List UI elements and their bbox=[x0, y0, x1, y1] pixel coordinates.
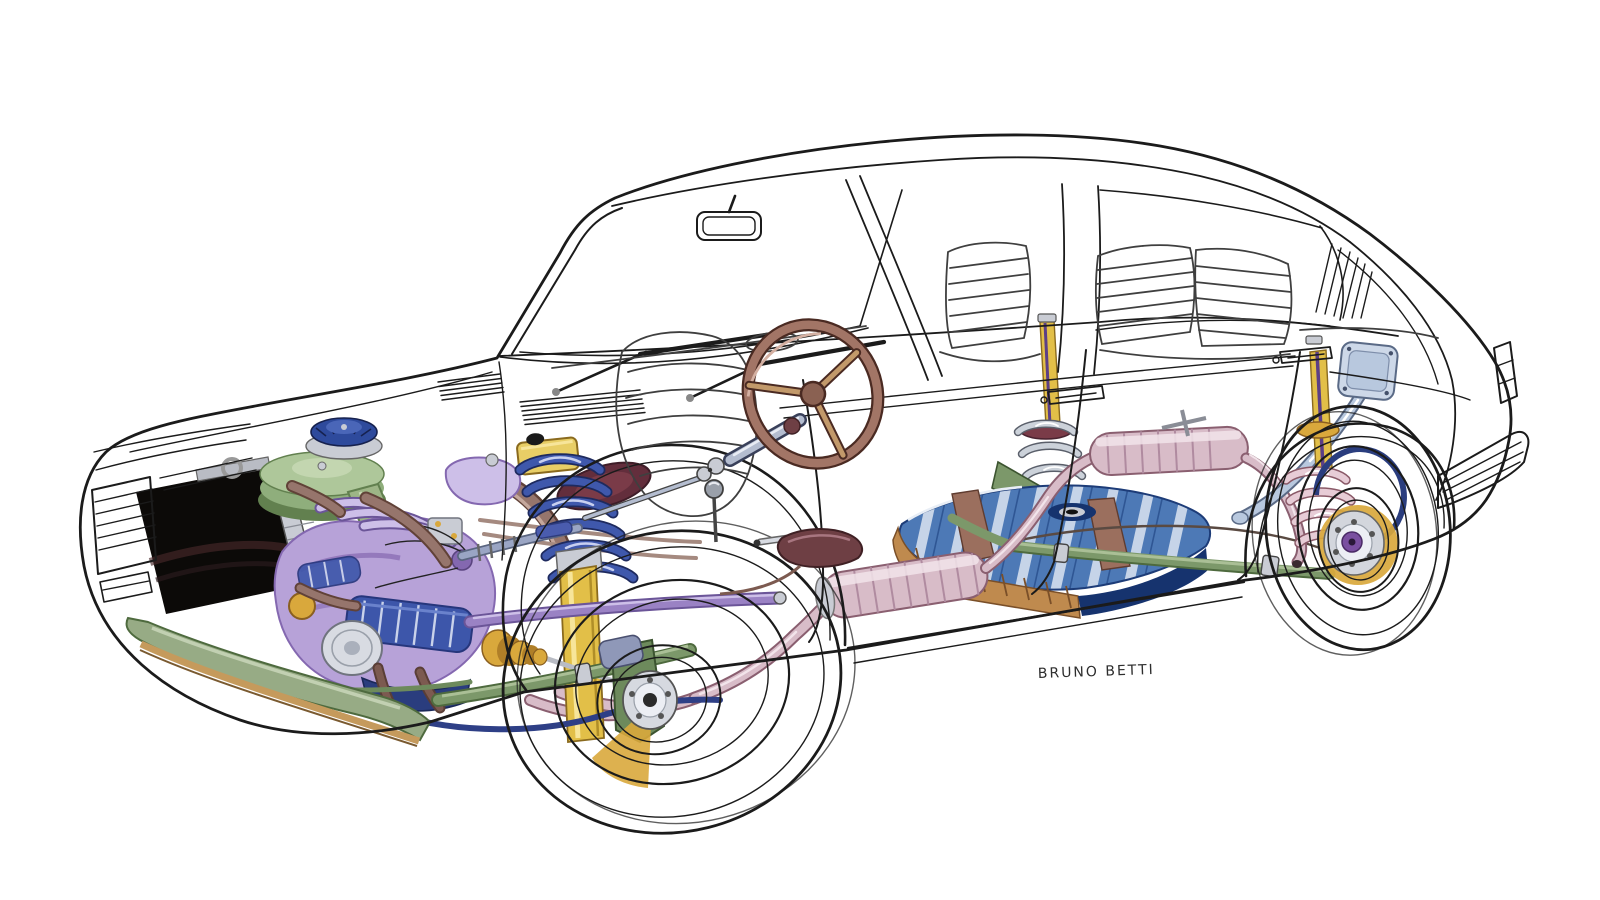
rear-muffler bbox=[1089, 409, 1249, 476]
lower-radius-beam bbox=[463, 591, 787, 629]
front-bumper bbox=[125, 616, 432, 747]
radiator-hook bbox=[221, 457, 243, 479]
front-fascia bbox=[91, 423, 257, 603]
rear-seat bbox=[1095, 244, 1293, 360]
muffler-hanger bbox=[1161, 409, 1207, 437]
hatch-seam bbox=[1329, 241, 1471, 501]
handbrake-lever bbox=[719, 528, 864, 596]
b-pillar bbox=[845, 175, 943, 381]
intake-cap-blue bbox=[305, 417, 383, 460]
gear-lever bbox=[704, 479, 724, 543]
artist-signature: BRUNO BETTI bbox=[1038, 662, 1155, 682]
washer-reservoir bbox=[444, 453, 522, 506]
front-indicator bbox=[99, 571, 153, 603]
door-crease bbox=[779, 355, 1296, 419]
roof-drip-line bbox=[129, 156, 1351, 453]
hood-vents bbox=[437, 373, 646, 426]
taillight bbox=[1493, 341, 1518, 404]
front-seat-far bbox=[939, 241, 1041, 363]
rear-wheel bbox=[1251, 404, 1452, 656]
carburetor bbox=[427, 517, 463, 545]
valve-cover-far bbox=[297, 555, 362, 591]
front-wheel bbox=[501, 520, 856, 835]
rocker-sill bbox=[846, 580, 1246, 664]
headlight bbox=[91, 476, 157, 575]
exhaust-mid-pipe bbox=[980, 446, 1114, 574]
quarter-window-vents bbox=[1315, 243, 1373, 319]
rearview-mirror bbox=[696, 194, 762, 241]
c-pillar bbox=[1057, 183, 1101, 375]
grille-slats bbox=[93, 423, 257, 491]
door-handle-front bbox=[1040, 385, 1105, 405]
quarter-window bbox=[1099, 189, 1373, 321]
steering-wheel bbox=[741, 318, 885, 470]
fuel-filler-door bbox=[1337, 341, 1399, 401]
universal-joint bbox=[696, 457, 725, 482]
rear-door-line bbox=[1237, 351, 1301, 581]
anti-roll-bar bbox=[389, 696, 723, 733]
parcel-shelf bbox=[1299, 327, 1439, 339]
clutch-housing bbox=[321, 620, 383, 676]
fuel-tank-filler-hole bbox=[1048, 503, 1096, 521]
door-handle-rear bbox=[1272, 346, 1333, 364]
front-seat-near bbox=[615, 331, 758, 517]
rear-bumper bbox=[1437, 430, 1530, 509]
